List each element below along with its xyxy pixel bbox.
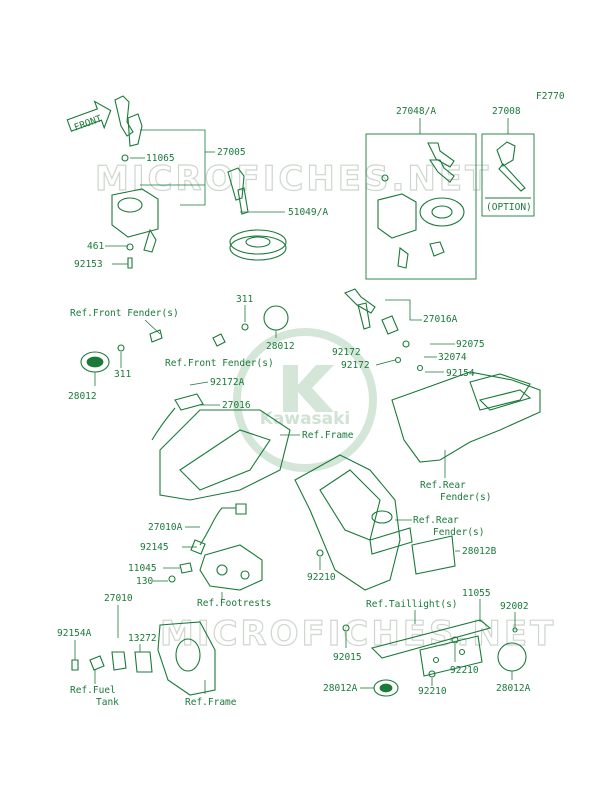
label-130: 130 [136,576,153,587]
kawasaki-logo: Kawasaki [233,328,377,472]
frame-lower-left [157,621,216,696]
label-ref-footrests: Ref.Footrests [197,598,271,609]
label-92145: 92145 [140,542,169,553]
label-92154: 92154 [446,368,475,379]
label-51049a: 51049/A [288,207,328,218]
label-28012A-right: 28012A [496,683,531,694]
license-bracket [342,619,518,678]
rear-fender-lower [294,454,413,591]
fuel-cable-27010a [190,503,247,555]
label-311-center: 311 [236,294,253,305]
label-92002: 92002 [500,601,529,612]
svg-text:Kawasaki: Kawasaki [260,409,351,429]
label-92210-center: 92210 [307,572,336,583]
label-92210-right: 92210 [450,665,479,676]
label-92153: 92153 [74,259,103,270]
label-28012-center: 28012 [266,341,295,352]
label-ref-fuel-1: Ref.Fuel [70,685,116,696]
label-27048a: 27048/A [396,106,436,117]
diagram-id: F2770 [536,91,565,102]
label-11065: 11065 [146,153,175,164]
reflector-center [263,305,289,331]
rear-fender-upper [391,371,541,463]
watermark-bottom: MICROFICHES.NET [160,614,556,654]
front-arrow-icon: FRONT [66,100,112,134]
label-27008: 27008 [492,106,521,117]
rear-reflector [411,535,456,575]
label-28012-left: 28012 [68,391,97,402]
label-ref-frame-2: Ref.Frame [185,697,237,708]
label-28012A-left: 28012A [323,683,358,694]
label-92172a: 92172A [210,377,245,388]
label-92075: 92075 [456,339,485,350]
label-92210-bottom: 92210 [418,686,447,697]
seat-lock-cable [151,393,204,441]
label-ref-rear-fender-2a: Ref.Rear [413,515,459,526]
label-ref-frame-1: Ref.Frame [302,430,354,441]
label-11055: 11055 [462,588,491,599]
watermark-top: MICROFICHES.NET [95,159,491,199]
label-ref-front-fender-1: Ref.Front Fender(s) [70,308,179,319]
footrest-bracket [168,544,263,591]
label-13272: 13272 [128,633,157,644]
label-11045: 11045 [128,563,157,574]
label-ref-taillight: Ref.Taillight(s) [366,599,458,610]
label-92172-top: 92172 [332,347,361,358]
label-ref-rear-fender-1a: Ref.Rear [420,480,466,491]
label-92154A: 92154A [57,628,92,639]
label-ref-rear-fender-1b: Fender(s) [440,492,491,503]
label-27010a: 27010A [148,522,183,533]
label-27005: 27005 [217,147,246,158]
label-311-left: 311 [114,369,131,380]
option-label: (OPTION) [486,202,532,213]
label-ref-fuel-2: Tank [96,697,119,708]
label-ref-rear-fender-2b: Fender(s) [433,527,484,538]
kit-27048a-parts [377,142,465,269]
key-blank-icon [496,141,526,192]
label-27010: 27010 [104,593,133,604]
label-ref-front-fender-2: Ref.Front Fender(s) [165,358,274,369]
seat-lock-keys [344,288,424,372]
label-461: 461 [87,241,104,252]
label-32074: 32074 [438,352,467,363]
label-28012B: 28012B [462,546,497,557]
fuel-lock-parts [71,651,153,673]
kit-box-27048a [365,133,477,280]
frame-center [159,409,291,501]
ignition-switch-group [111,95,287,269]
label-27016a: 27016A [423,314,458,325]
label-92015: 92015 [333,652,362,663]
label-27016: 27016 [222,400,251,411]
label-92172-bottom: 92172 [341,360,370,371]
